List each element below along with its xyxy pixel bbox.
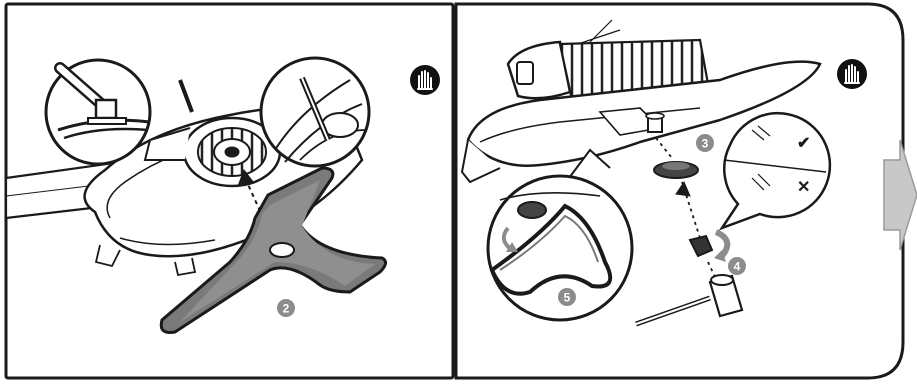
step-badge-4: 4 <box>728 257 746 275</box>
step-number: 3 <box>702 137 709 151</box>
right-panel-border <box>454 2 905 380</box>
step-badge-5: 5 <box>558 288 576 306</box>
comparison-callout: ✔ ✕ <box>718 111 832 231</box>
detail-magnifier <box>259 56 371 168</box>
detail-magnifier <box>44 58 152 166</box>
incorrect-mark: ✕ <box>797 179 810 196</box>
step-number: 4 <box>734 260 741 274</box>
step-badge-2: 2 <box>277 299 295 317</box>
assembly-axis <box>655 137 723 293</box>
right-panel: ✔ ✕ 3 4 5 <box>460 19 867 327</box>
step-number: 2 <box>283 302 290 316</box>
locking-pin <box>178 79 194 113</box>
glove-icon <box>410 65 440 95</box>
step-badge-3: 3 <box>696 134 714 152</box>
blade-nut <box>688 229 731 262</box>
step-number: 5 <box>564 291 571 305</box>
tri-blade <box>159 166 387 334</box>
blade-mount <box>645 112 699 179</box>
glove-icon <box>837 59 867 89</box>
left-panel: 2 <box>6 56 440 334</box>
correct-mark: ✔ <box>797 135 810 152</box>
grass-guard <box>460 60 822 184</box>
socket-wrench <box>635 274 744 327</box>
arrow-right-icon <box>883 139 917 251</box>
detail-magnifier <box>486 148 634 322</box>
